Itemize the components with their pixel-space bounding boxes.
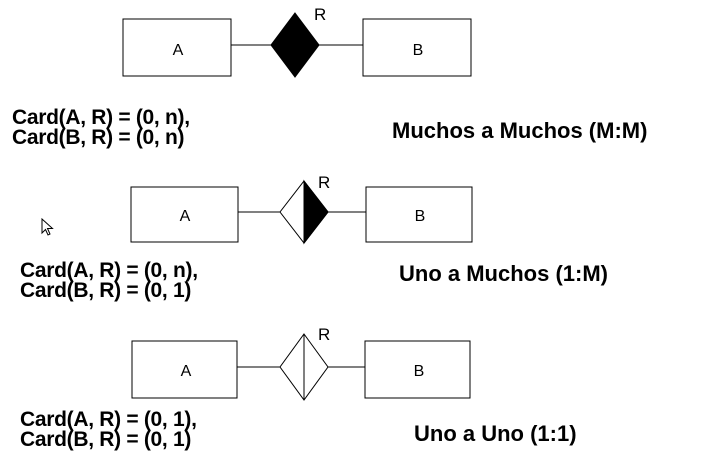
relationship-diamond (270, 12, 320, 78)
diagram-one-to-one: A B R (131, 325, 471, 401)
cardinality-b: Card(B, R) = (0, n) (12, 126, 185, 149)
mouse-pointer-icon (41, 218, 54, 236)
cardinality-block-1m: Card(A, R) = (0, n), Card(B, R) = (0, 1) (20, 259, 198, 302)
entity-b-box (362, 18, 472, 77)
entity-b-label: B (415, 208, 426, 225)
cardinality-a: Card(A, R) = (0, n), (20, 259, 198, 282)
diagram-many-to-many: A B R (122, 5, 472, 78)
relationship-label: R (318, 173, 330, 192)
entity-b-label: B (414, 363, 425, 380)
relationship-diamond-half-fill (303, 179, 329, 245)
entity-b-box (365, 186, 473, 243)
cardinality-b: Card(B, R) = (0, 1) (20, 279, 192, 302)
relationship-type-heading: Muchos a Muchos (M:M) (392, 118, 648, 143)
diagram-one-to-many: A B R (130, 173, 473, 245)
cardinality-b: Card(B, R) = (0, 1) (20, 428, 192, 451)
entity-a-label: A (173, 42, 184, 59)
entity-a-label: A (180, 208, 191, 225)
entity-a-label: A (181, 363, 192, 380)
relationship-type-heading: Uno a Muchos (1:M) (399, 261, 608, 286)
entity-a-box (131, 340, 238, 399)
relationship-label: R (318, 325, 330, 344)
entity-b-box (364, 340, 471, 399)
relationship-type-heading: Uno a Uno (1:1) (414, 421, 577, 446)
cardinality-block-11: Card(A, R) = (0, 1), Card(B, R) = (0, 1) (20, 408, 197, 451)
cardinality-a: Card(A, R) = (0, 1), (20, 408, 197, 431)
relationship-label: R (314, 5, 326, 24)
cardinality-block-mm: Card(A, R) = (0, n), Card(B, R) = (0, n) (12, 106, 190, 149)
cardinality-a: Card(A, R) = (0, n), (12, 106, 190, 129)
entity-b-label: B (413, 42, 424, 59)
entity-a-box (122, 18, 232, 77)
entity-a-box (130, 186, 239, 243)
